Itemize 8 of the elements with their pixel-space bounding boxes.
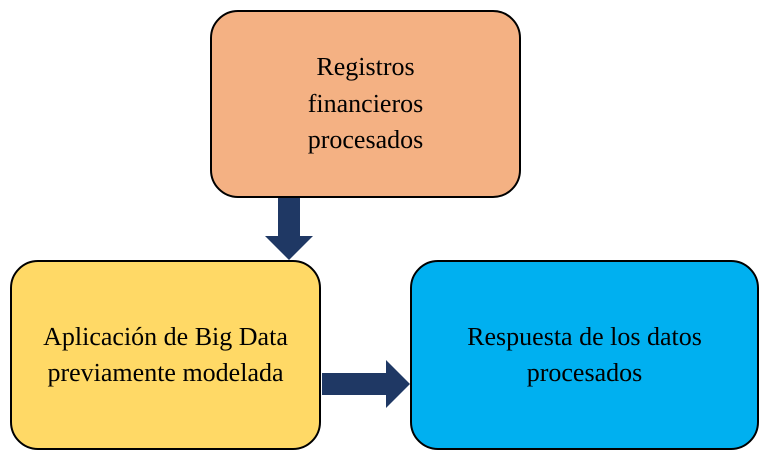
node-label: Aplicación de Big Data previamente modelada xyxy=(42,320,289,389)
process-box xyxy=(410,260,759,450)
block-arrow xyxy=(265,198,313,260)
node-label: Respuesta de los datos procesados xyxy=(466,320,703,389)
process-box xyxy=(10,260,321,450)
block-arrow xyxy=(322,360,410,408)
process-box xyxy=(210,10,521,198)
node-label: Registros financieros procesados xyxy=(306,51,424,156)
